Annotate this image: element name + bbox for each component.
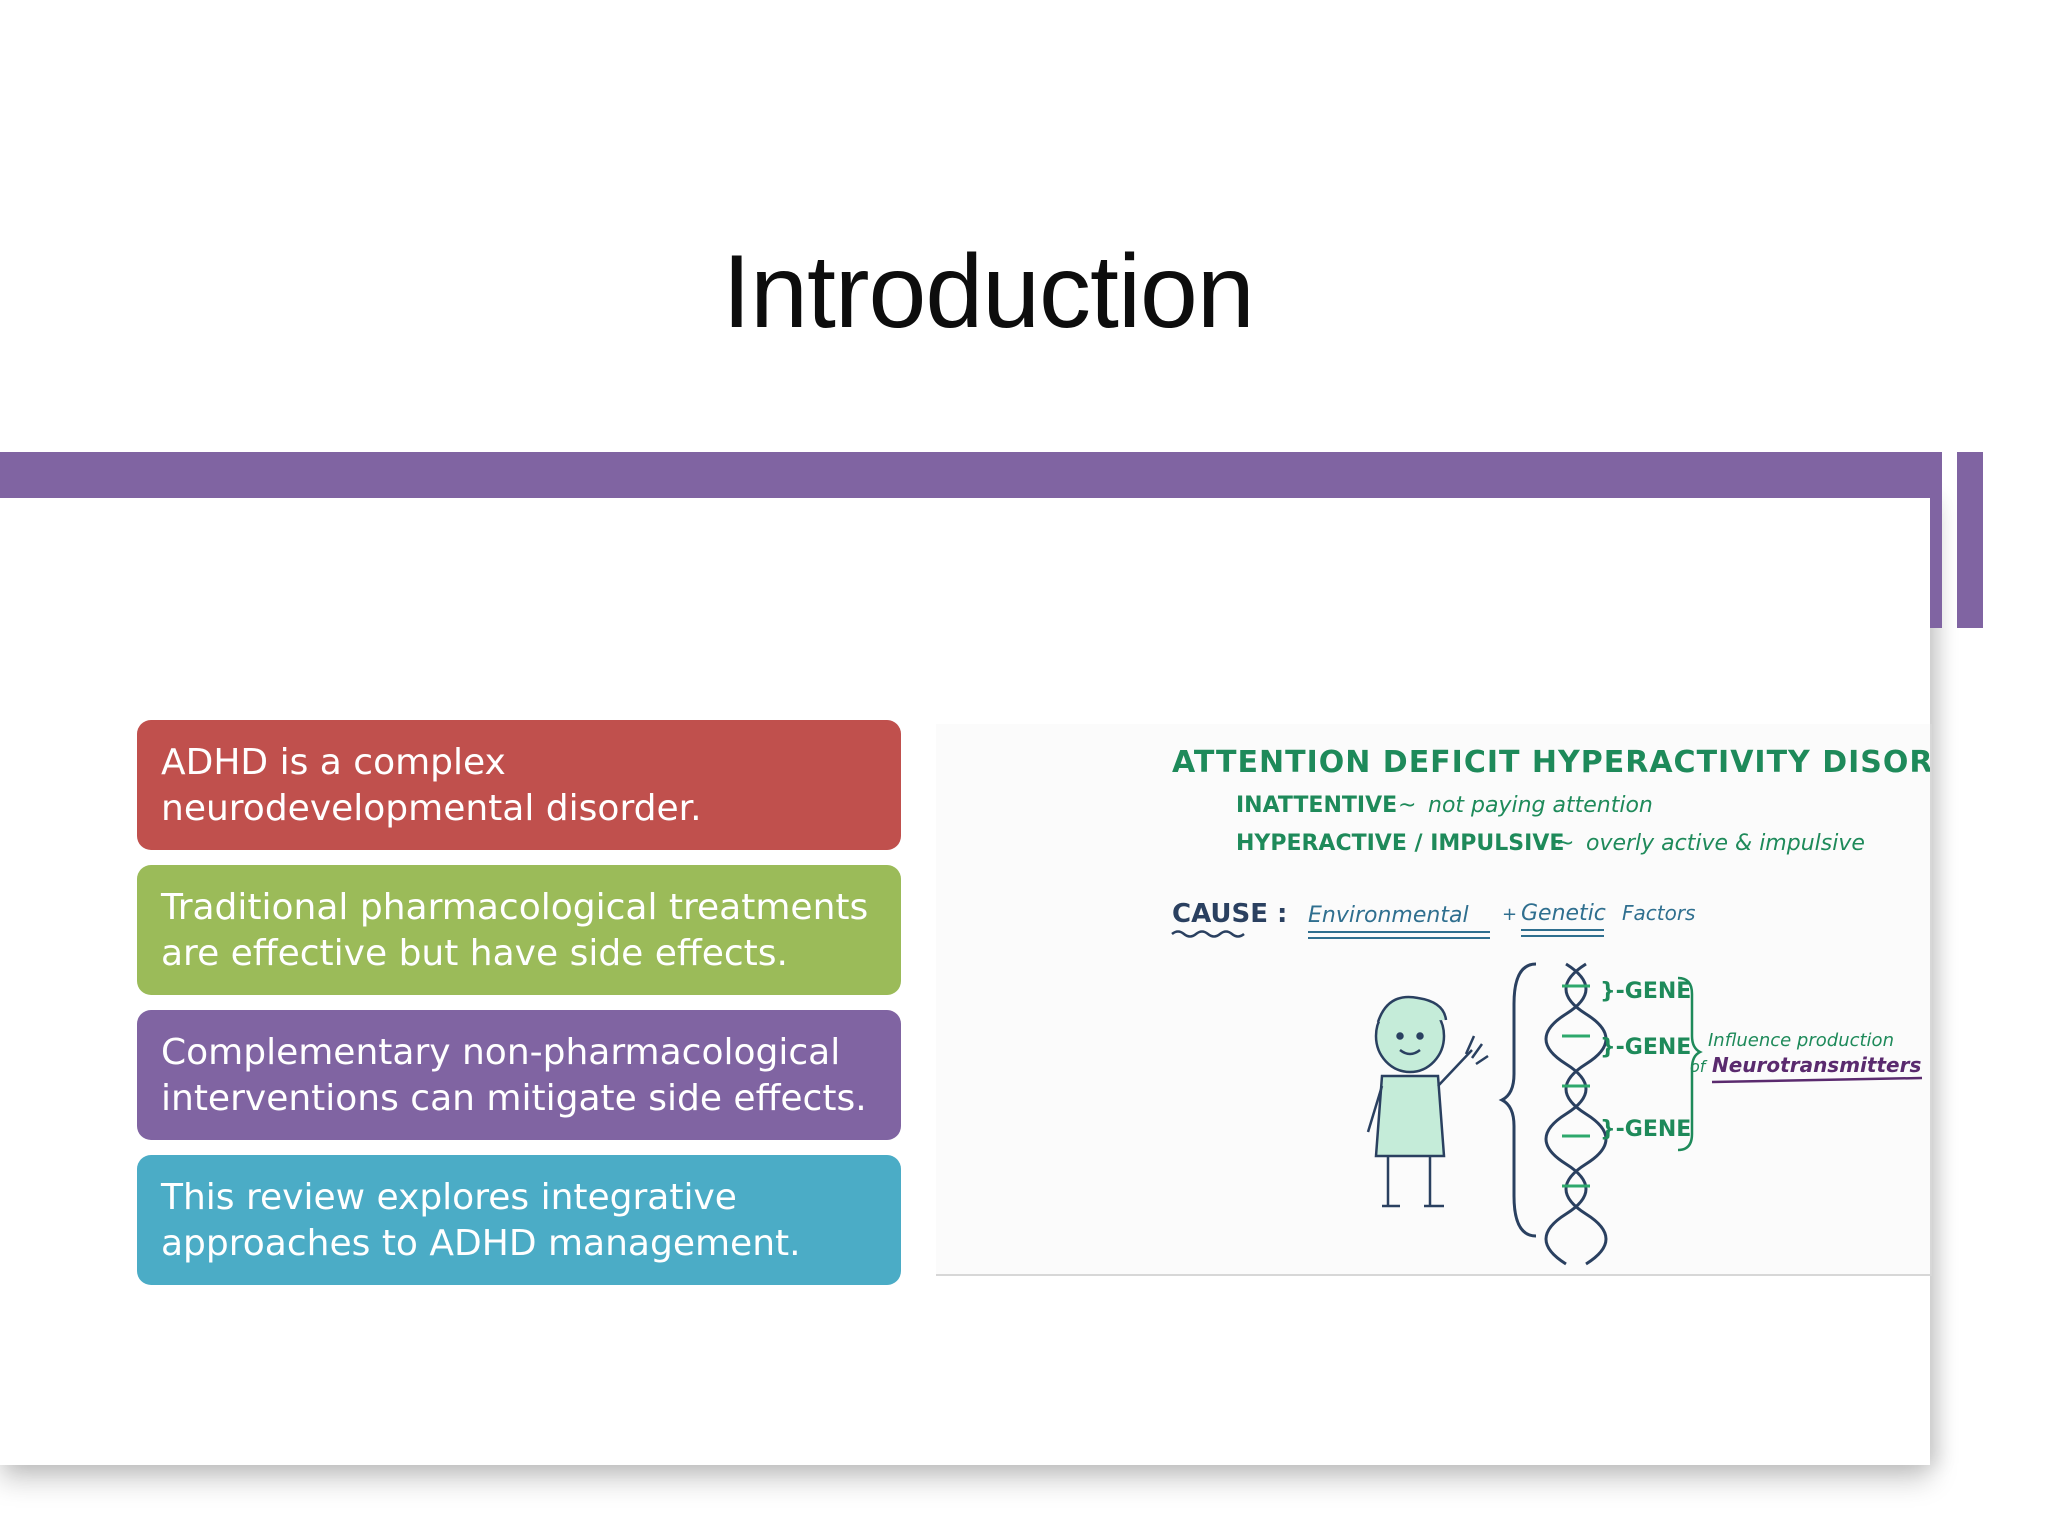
card-non-pharmacological: Complementary non-pharmacological interv… xyxy=(137,1010,901,1140)
accent-band-vertical-left xyxy=(1930,452,1942,628)
accent-band xyxy=(0,452,1942,498)
sketch-hyperactive-label: HYPERACTIVE / IMPULSIVE xyxy=(1236,831,1564,856)
sketch-inattentive-desc: not paying attention xyxy=(1428,793,1653,818)
sketch-cause-plus: + xyxy=(1502,904,1517,925)
card-review-scope: This review explores integrative approac… xyxy=(137,1155,901,1285)
sketch-cause-label: CAUSE : xyxy=(1172,899,1287,929)
child-figure-icon xyxy=(1366,995,1489,1208)
sketch-hyperactive-desc: overly active & impulsive xyxy=(1586,831,1865,856)
gene-group-brace xyxy=(1677,976,1703,1152)
sketch-cause-environmental: Environmental xyxy=(1308,903,1469,928)
sketch-cause-factors: Factors xyxy=(1622,901,1695,925)
adhd-sketch-illustration: ATTENTION DEFICIT HYPERACTIVITY DISORDER… xyxy=(936,724,1932,1276)
gene-label: }-GENE xyxy=(1600,1117,1691,1142)
neurotransmitters-underline xyxy=(1711,1076,1923,1084)
sketch-cause-squiggle xyxy=(1171,930,1245,938)
sketch-inattentive-label: INATTENTIVE xyxy=(1236,793,1397,818)
card-pharmacological: Traditional pharmacological treatments a… xyxy=(137,865,901,995)
influence-text: Influence production xyxy=(1708,1030,1894,1051)
card-text: ADHD is a complex neurodevelopmental dis… xyxy=(161,742,702,829)
sketch-hyperactive-sep: ~ xyxy=(1556,831,1574,856)
card-text: Traditional pharmacological treatments a… xyxy=(161,887,869,974)
influence-target: Neurotransmitters xyxy=(1712,1053,1921,1077)
sketch-heading: ATTENTION DEFICIT HYPERACTIVITY DISORDER xyxy=(1172,745,1932,780)
sketch-cause-genetic: Genetic xyxy=(1521,901,1606,926)
accent-band-vertical-right xyxy=(1957,452,1983,628)
dna-helix-icon xyxy=(1498,962,1608,1266)
card-text: Complementary non-pharmacological interv… xyxy=(161,1032,867,1119)
gene-label: }-GENE xyxy=(1600,979,1691,1004)
gene-label: }-GENE xyxy=(1600,1035,1691,1060)
card-text: This review explores integrative approac… xyxy=(161,1177,801,1264)
influence-of: of xyxy=(1690,1057,1708,1076)
sketch-inattentive-sep: ~ xyxy=(1398,793,1416,818)
card-adhd-complex: ADHD is a complex neurodevelopmental dis… xyxy=(137,720,901,850)
slide-title: Introduction xyxy=(722,234,1254,350)
